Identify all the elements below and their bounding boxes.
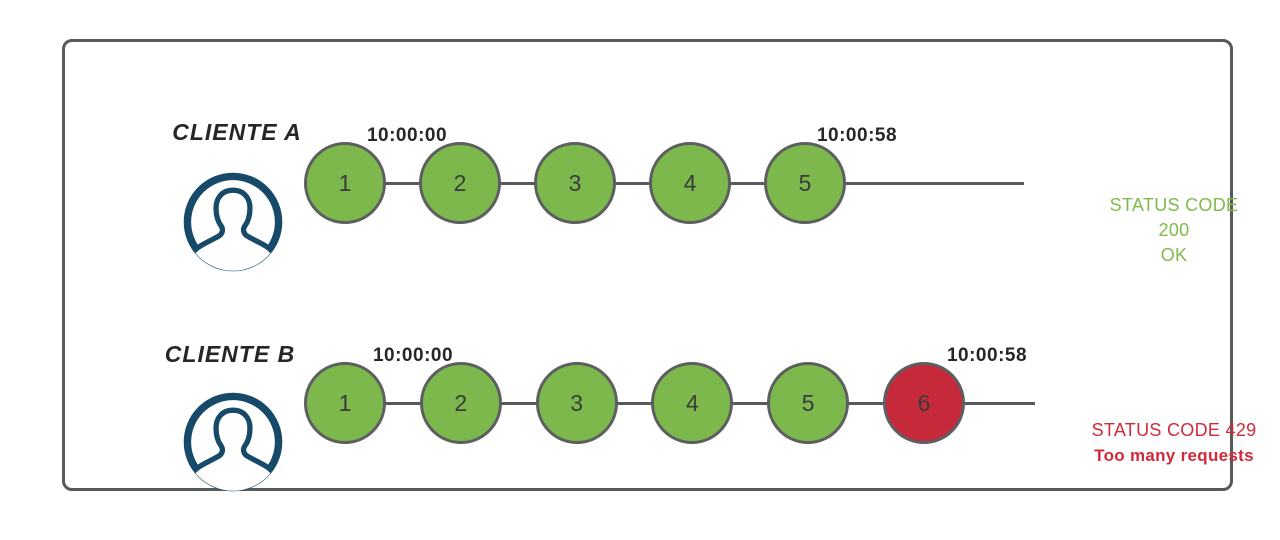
row-b-start-time: 10:00:00 — [372, 345, 454, 366]
row-a-end-time: 10:00:58 — [816, 125, 898, 146]
client-a-label: CLIENTE A — [172, 119, 302, 145]
request-circle-1: 1 — [304, 362, 386, 444]
row-a-status-text: OK — [1160, 245, 1188, 265]
row-a-status: STATUS CODE 200 OK — [1093, 193, 1255, 268]
client-b-user-icon — [183, 392, 283, 492]
row-b-status-code: STATUS CODE 429 — [1091, 420, 1257, 440]
request-circle-1: 1 — [304, 142, 386, 224]
client-a-user-icon — [183, 172, 283, 272]
request-circle-3: 3 — [534, 142, 616, 224]
request-circle-4: 4 — [651, 362, 734, 444]
request-circle-5: 5 — [767, 362, 850, 444]
row-a-status-code: STATUS CODE 200 — [1109, 195, 1239, 240]
row-b-status: STATUS CODE 429 Too many requests — [1083, 418, 1265, 468]
row-b-status-text: Too many requests — [1094, 446, 1254, 465]
request-circle-2: 2 — [419, 142, 501, 224]
request-circle-5: 5 — [764, 142, 846, 224]
request-circle-6: 6 — [883, 362, 965, 444]
request-circle-4: 4 — [649, 142, 731, 224]
row-b-end-time: 10:00:58 — [946, 345, 1028, 366]
client-b-label: CLIENTE B — [164, 341, 296, 367]
row-a-start-time: 10:00:00 — [366, 125, 448, 146]
request-circle-3: 3 — [535, 362, 618, 444]
request-circle-2: 2 — [419, 362, 502, 444]
